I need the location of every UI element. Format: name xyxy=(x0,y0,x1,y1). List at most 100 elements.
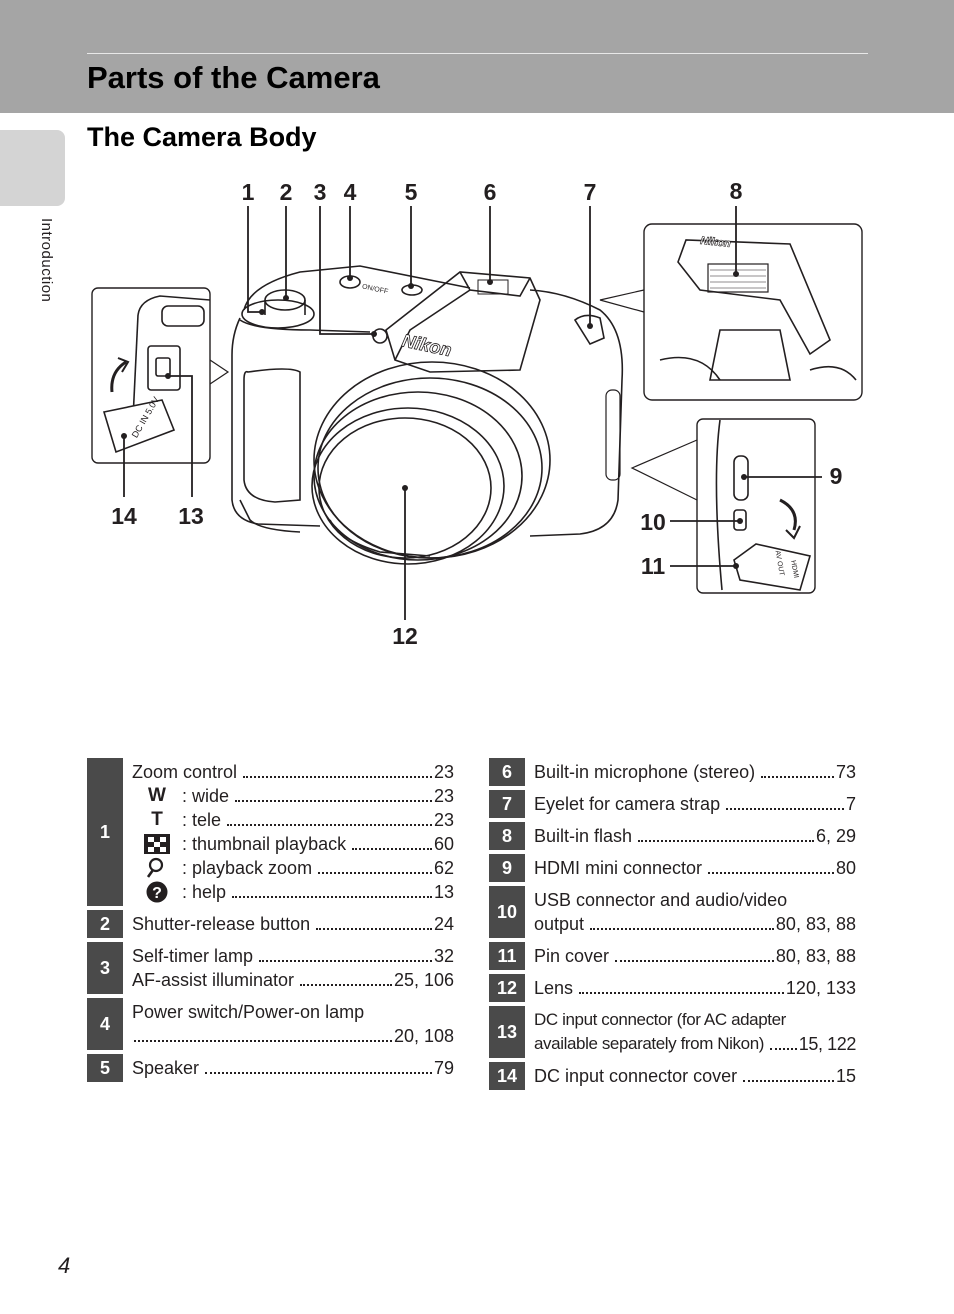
row-number: 7 xyxy=(489,790,525,818)
part-label: HDMI mini connector xyxy=(534,858,703,878)
table-row: 5 Speaker 79 xyxy=(87,1054,454,1082)
pin-cover xyxy=(733,543,812,591)
part-label: Pin cover xyxy=(534,946,610,966)
part-label: Built-in flash xyxy=(534,826,633,846)
table-row: 7 Eyelet for camera strap 7 xyxy=(489,790,856,818)
page-title: Parts of the Camera xyxy=(87,60,380,95)
callout-5: 5 xyxy=(405,179,418,205)
section-tab-label: Introduction xyxy=(38,218,55,303)
page-ref: 7 xyxy=(845,794,856,814)
part-label: Shutter-release button xyxy=(132,914,311,934)
page-ref: 32 xyxy=(433,946,454,966)
part-label: Power switch/Power-on lamp xyxy=(132,1002,365,1022)
flash-housing xyxy=(385,271,541,373)
row-number: 5 xyxy=(87,1054,123,1082)
part-label: Eyelet for camera strap xyxy=(534,794,721,814)
part-label: Built-in microphone (stereo) xyxy=(534,762,756,782)
callout-1: 1 xyxy=(242,179,255,205)
page-ref: 73 xyxy=(835,762,856,782)
row-number: 6 xyxy=(489,758,525,786)
callout-13: 13 xyxy=(178,503,204,529)
on-off-label: ON/OFF xyxy=(361,283,388,295)
parts-table-right: 6 Built-in microphone (stereo) 73 7 Eyele… xyxy=(489,758,856,1094)
dc-input-cover xyxy=(102,399,176,454)
camera-body-right xyxy=(529,289,624,537)
wide-icon: W xyxy=(148,785,166,806)
page-ref: 23 xyxy=(433,762,454,782)
strap-eyelet xyxy=(573,314,605,346)
callout-9: 9 xyxy=(830,463,843,489)
page-ref: 15, 122 xyxy=(798,1034,857,1054)
table-row: 2 Shutter-release button 24 xyxy=(87,910,454,938)
page-ref: 23 xyxy=(433,810,454,830)
page-ref: 60 xyxy=(433,834,454,854)
page-ref: 79 xyxy=(433,1058,454,1078)
part-label: DC input connector (for AC adapter xyxy=(534,1010,786,1029)
hdmi-connector xyxy=(733,455,749,501)
raised-flash xyxy=(677,239,831,356)
magnifier-icon xyxy=(132,856,182,880)
table-row: 6 Built-in microphone (stereo) 73 xyxy=(489,758,856,786)
row-number: 4 xyxy=(87,998,123,1050)
strap-eyelet-inset xyxy=(161,305,205,327)
camera-top-plate xyxy=(243,265,471,311)
part-label: DC input connector cover xyxy=(534,1066,738,1086)
page-ref: 24 xyxy=(433,914,454,934)
row-number: 8 xyxy=(489,822,525,850)
usb-connector xyxy=(733,509,747,531)
row-number: 14 xyxy=(489,1062,525,1090)
callout-12: 12 xyxy=(392,623,418,649)
row-number: 13 xyxy=(489,1006,525,1058)
page-ref: 62 xyxy=(433,858,454,878)
row-number: 1 xyxy=(87,758,123,906)
page-ref: 80, 83, 88 xyxy=(775,946,856,966)
page-ref: 20, 108 xyxy=(393,1026,454,1046)
part-label: output xyxy=(534,914,585,934)
flash-window xyxy=(707,263,769,293)
page-ref: 120, 133 xyxy=(785,978,856,998)
camera-grip-outline xyxy=(231,317,321,527)
callout-10: 10 xyxy=(640,509,666,535)
dc-input-connector xyxy=(147,345,181,391)
nikon-logo: Nikon xyxy=(400,330,453,360)
help-icon: ? xyxy=(132,880,182,904)
part-sublabel: : help xyxy=(182,882,227,902)
table-row: 8 Built-in flash 6, 29 xyxy=(489,822,856,850)
row-number: 12 xyxy=(489,974,525,1002)
grip-texture xyxy=(243,368,301,503)
section-title: The Camera Body xyxy=(87,122,317,152)
part-label: AF-assist illuminator xyxy=(132,970,295,990)
callout-4: 4 xyxy=(344,179,357,205)
flash-nikon-logo: Nikon xyxy=(700,235,732,250)
part-label: Speaker xyxy=(132,1058,200,1078)
part-label: USB connector and audio/video xyxy=(534,890,788,910)
page-ref: 13 xyxy=(433,882,454,902)
page-ref: 6, 29 xyxy=(815,826,856,846)
av-out-label: AV OUT xyxy=(774,550,785,577)
page-ref: 23 xyxy=(433,786,454,806)
page-number: 4 xyxy=(58,1253,71,1278)
camera-diagram: Nikon DC IN 5.0V ON/OFF AV OUT HDMI Niko… xyxy=(91,178,863,649)
page-ref: 25, 106 xyxy=(393,970,454,990)
part-sublabel: : wide xyxy=(182,786,230,806)
callout-3: 3 xyxy=(314,179,327,205)
thumbnail-icon xyxy=(132,832,182,856)
hdmi-label: HDMI xyxy=(789,560,799,579)
part-label: Zoom control xyxy=(132,762,238,782)
section-tab xyxy=(0,130,65,206)
row-number: 2 xyxy=(87,910,123,938)
callout-6: 6 xyxy=(484,179,497,205)
callout-7: 7 xyxy=(584,179,597,205)
table-row: 4 Power switch/Power-on lamp 20, 108 xyxy=(87,998,454,1050)
dc-input-inset xyxy=(91,287,211,464)
callout-2: 2 xyxy=(280,179,293,205)
row-number: 10 xyxy=(489,886,525,938)
part-sublabel: : playback zoom xyxy=(182,858,313,878)
